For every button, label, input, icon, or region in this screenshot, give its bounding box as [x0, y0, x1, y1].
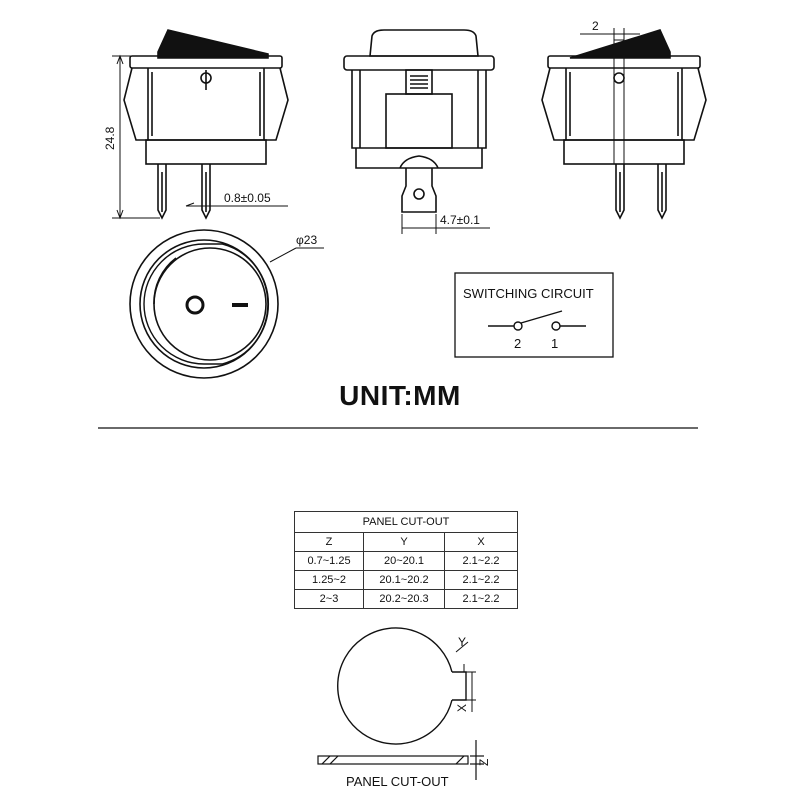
- cell-y: 20~20.1: [363, 551, 445, 571]
- pin-width-dimension: [401, 214, 490, 234]
- cutout-dimension-lines: [455, 641, 476, 712]
- table-title: PANEL CUT-OUT: [294, 511, 518, 533]
- cell-y: 20.1~20.2: [363, 570, 445, 590]
- cell-z: 0.7~1.25: [294, 551, 364, 571]
- cell-x: 2.1~2.2: [444, 551, 518, 571]
- side-view-right: [541, 29, 707, 220]
- column-header-x: X: [444, 532, 518, 552]
- cell-x: 2.1~2.2: [444, 589, 518, 609]
- switch-face-view: [129, 229, 279, 379]
- off-symbol-icon: [185, 295, 205, 315]
- cell-x: 2.1~2.2: [444, 570, 518, 590]
- column-header-y: Y: [363, 532, 445, 552]
- switching-circuit-title: SWITCHING CIRCUIT: [463, 286, 594, 301]
- side-view-left: [123, 29, 289, 220]
- panel-section-view: [317, 740, 484, 780]
- cell-z: 2~3: [294, 589, 364, 609]
- column-header-z: Z: [294, 532, 364, 552]
- switching-circuit-box: [454, 272, 614, 358]
- pin-thickness-label: 0.8±0.05: [224, 191, 271, 205]
- cell-z: 1.25~2: [294, 570, 364, 590]
- table-row: 2~3 20.2~20.3 2.1~2.2: [294, 589, 518, 609]
- z-dimension-label: Z: [477, 759, 491, 766]
- offset-label: 2: [592, 19, 599, 33]
- height-dimension: [112, 54, 160, 220]
- pin-thickness-dimension: [185, 202, 288, 207]
- table-row: 0.7~1.25 20~20.1 2.1~2.2: [294, 551, 518, 571]
- table-row: 1.25~2 20.1~20.2 2.1~2.2: [294, 570, 518, 590]
- diameter-label: φ23: [296, 233, 317, 247]
- x-dimension-label: X: [455, 704, 469, 712]
- panel-cutout-table: PANEL CUT-OUT Z Y X 0.7~1.25 20~20.1 2.1…: [294, 511, 518, 609]
- diameter-dimension: [269, 247, 324, 263]
- front-view: [343, 29, 495, 213]
- unit-title: UNIT:MM: [339, 380, 461, 411]
- switch-symbol: [488, 310, 586, 331]
- offset-dimension: [580, 28, 640, 40]
- cutout-caption: PANEL CUT-OUT: [346, 774, 449, 789]
- terminal-2-label: 2: [514, 336, 521, 351]
- cell-y: 20.2~20.3: [363, 589, 445, 609]
- pin-width-label: 4.7±0.1: [440, 213, 480, 227]
- cutout-circle-view: [337, 627, 467, 745]
- height-label: 24.8: [103, 126, 117, 150]
- y-dimension-label: Y: [458, 635, 466, 649]
- terminal-1-label: 1: [551, 336, 558, 351]
